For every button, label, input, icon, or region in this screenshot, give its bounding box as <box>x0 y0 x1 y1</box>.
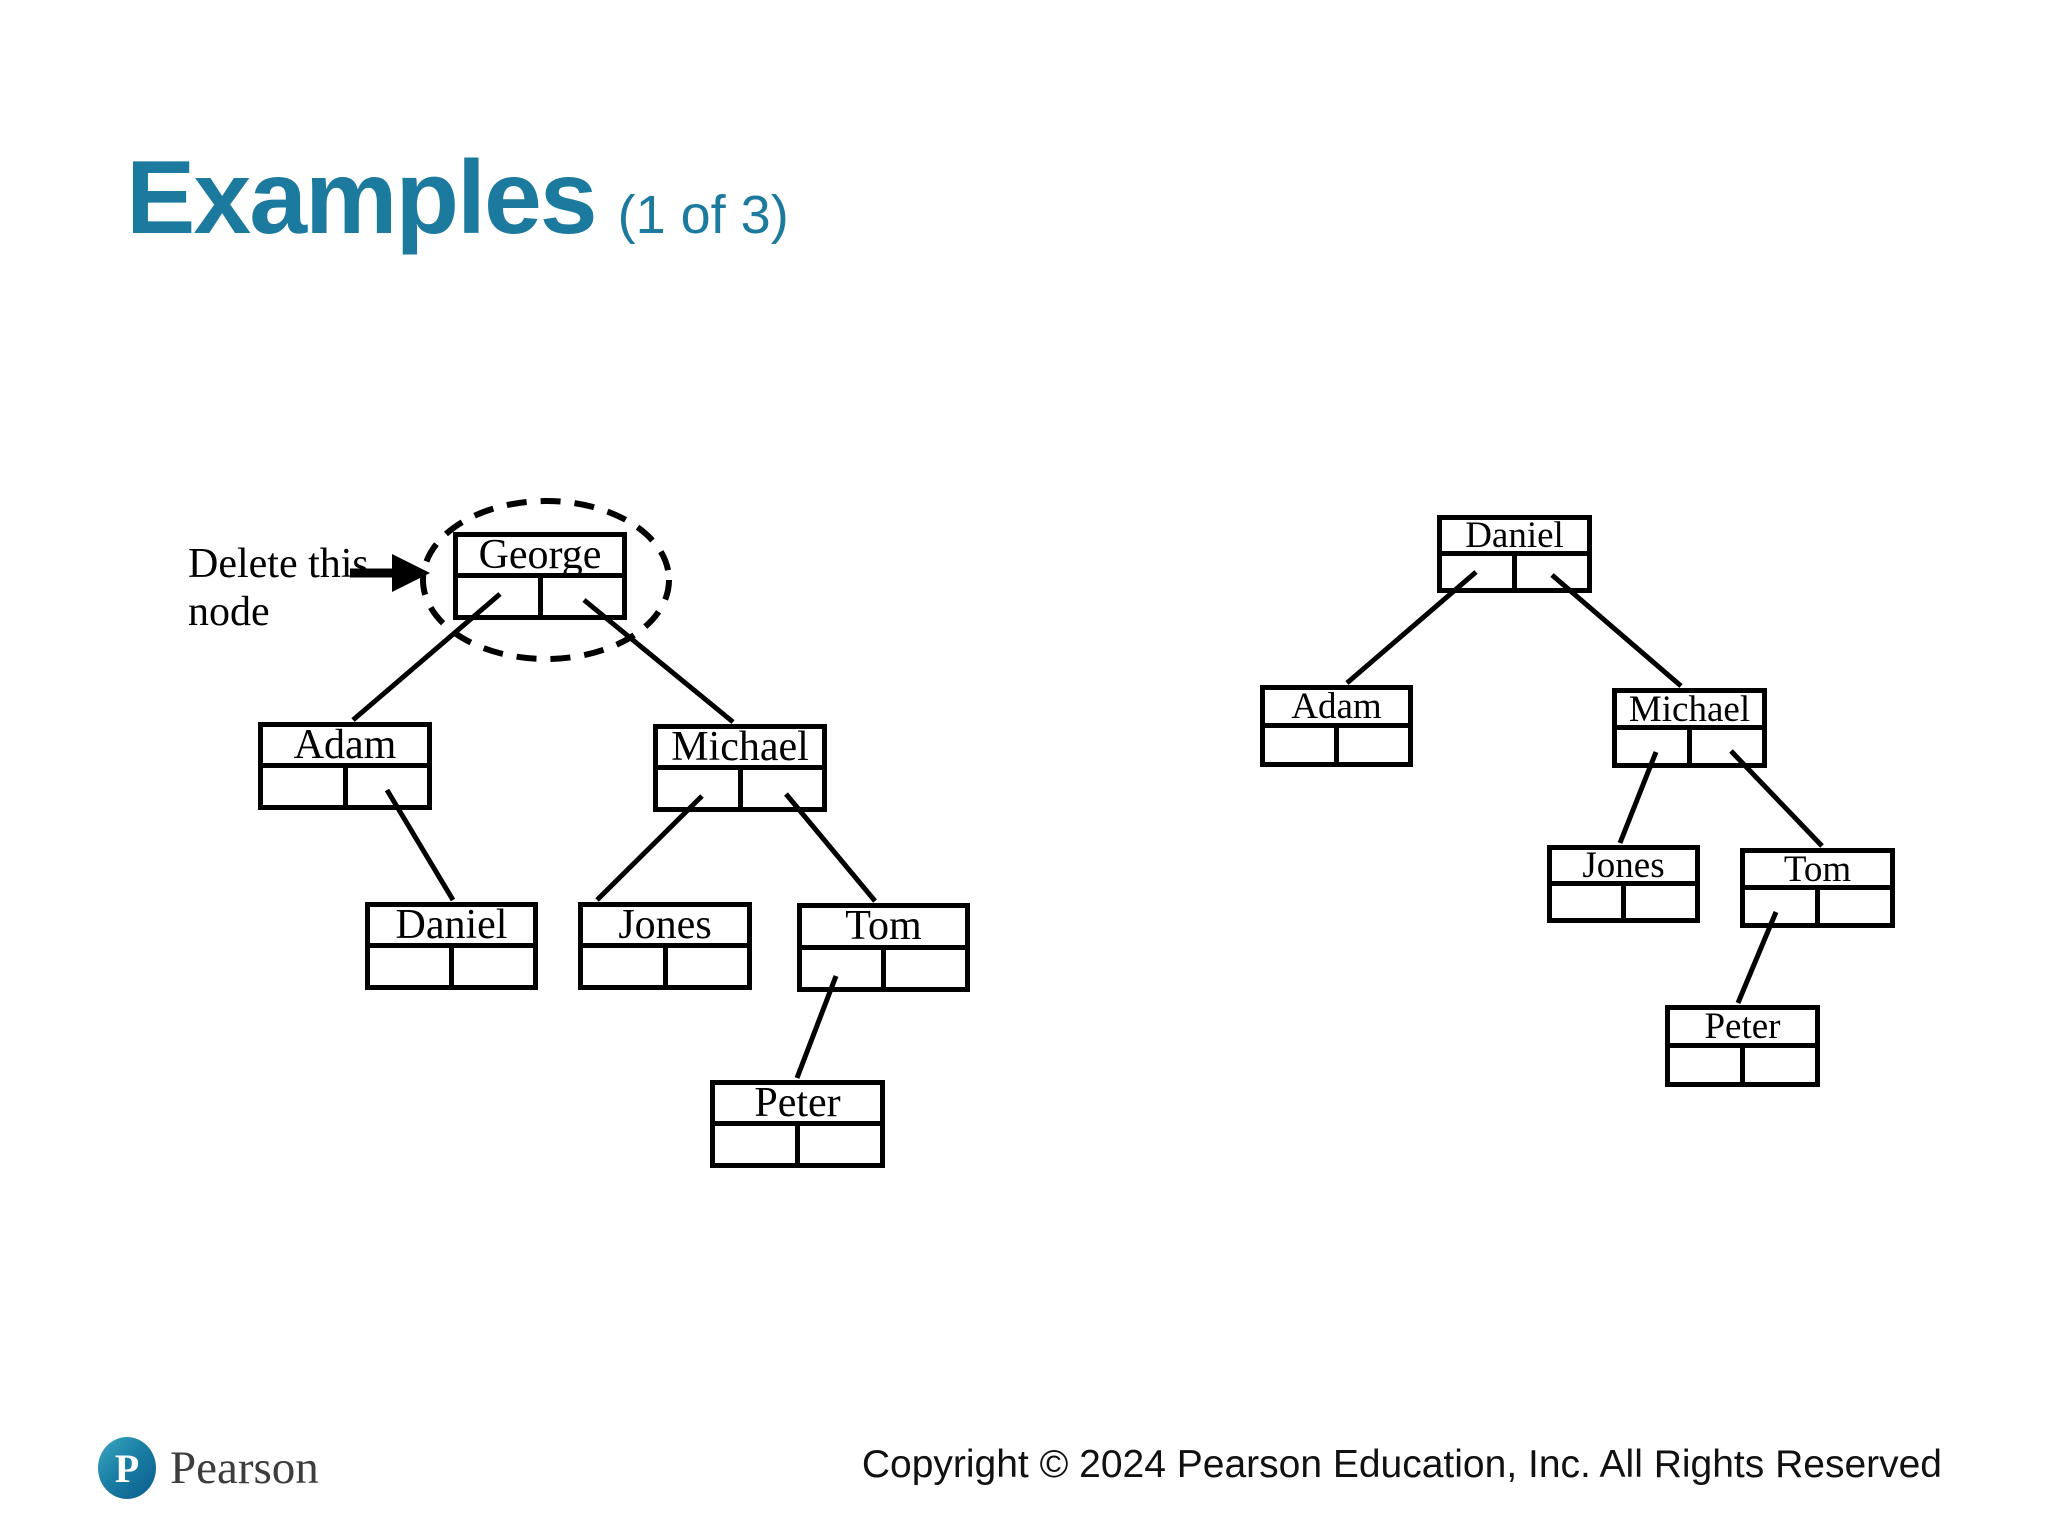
left-pointer-cell <box>1552 886 1621 918</box>
copyright-text: Copyright © 2024 Pearson Education, Inc.… <box>861 1443 1942 1486</box>
node-pointer-cells <box>263 768 427 805</box>
node-label: Michael <box>658 726 822 771</box>
right-pointer-cell <box>662 948 748 985</box>
tree-node-tom: Tom <box>797 903 970 992</box>
node-pointer-cells <box>715 1126 880 1163</box>
tree-node-michael-after: Michael <box>1612 688 1767 768</box>
left-pointer-cell <box>802 950 881 987</box>
node-pointer-cells <box>1552 886 1695 918</box>
title-pagination: (1 of 3) <box>617 185 789 245</box>
node-label: Adam <box>263 724 427 769</box>
node-label: Peter <box>715 1082 880 1127</box>
right-pointer-cell <box>1740 1048 1815 1082</box>
left-pointer-cell <box>263 768 343 805</box>
left-pointer-cell <box>583 948 663 985</box>
tree-node-michael: Michael <box>653 724 827 812</box>
node-label: Adam <box>1265 688 1408 729</box>
left-pointer-cell <box>715 1126 795 1163</box>
page-title: Examples (1 of 3) <box>126 146 789 250</box>
tree-node-peter-after: Peter <box>1665 1005 1820 1087</box>
left-pointer-cell <box>1745 890 1815 923</box>
right-pointer-cell <box>1687 730 1762 763</box>
node-label: Jones <box>1552 847 1695 887</box>
node-pointer-cells <box>658 770 822 807</box>
right-pointer-cell <box>1512 556 1587 588</box>
tree-node-peter: Peter <box>710 1080 885 1168</box>
delete-annotation: Delete this node <box>188 541 369 636</box>
node-label: Michael <box>1617 691 1762 731</box>
node-pointer-cells <box>1265 728 1408 762</box>
pearson-logo: P Pearson <box>98 1437 319 1499</box>
tree-node-jones: Jones <box>578 902 752 990</box>
left-pointer-cell <box>1442 556 1512 588</box>
right-pointer-cell <box>537 578 623 615</box>
left-pointer-cell <box>458 578 538 615</box>
node-pointer-cells <box>802 949 965 987</box>
pearson-logo-text: Pearson <box>170 1442 319 1494</box>
node-pointer-cells <box>458 578 622 615</box>
node-pointer-cells <box>1442 556 1587 588</box>
left-pointer-cell <box>1617 730 1687 763</box>
right-pointer-cell <box>795 1126 880 1163</box>
left-pointer-cell <box>1265 728 1334 762</box>
tree-node-daniel-after: Daniel <box>1437 515 1592 593</box>
node-pointer-cells <box>1745 890 1890 923</box>
left-pointer-cell <box>658 770 738 807</box>
right-pointer-cell <box>342 768 428 805</box>
tree-node-george: George <box>453 532 627 620</box>
title-text: Examples <box>126 140 598 256</box>
node-label: Tom <box>802 906 965 950</box>
tree-node-daniel: Daniel <box>365 902 538 990</box>
node-pointer-cells <box>1670 1048 1815 1082</box>
tree-node-adam: Adam <box>258 722 432 810</box>
right-pointer-cell <box>1815 890 1890 923</box>
right-pointer-cell <box>1334 728 1408 762</box>
left-pointer-cell <box>1670 1048 1740 1082</box>
tree-node-adam-after: Adam <box>1260 685 1413 767</box>
node-pointer-cells <box>370 948 533 985</box>
node-label: Tom <box>1745 851 1890 891</box>
node-pointer-cells <box>1617 730 1762 763</box>
tree-node-jones-after: Jones <box>1547 845 1700 923</box>
node-label: George <box>458 534 622 579</box>
tree-node-tom-after: Tom <box>1740 848 1895 928</box>
node-label: Daniel <box>370 904 533 949</box>
right-pointer-cell <box>881 949 965 987</box>
node-label: Jones <box>583 904 747 949</box>
right-pointer-cell <box>1621 886 1695 918</box>
node-pointer-cells <box>583 948 747 985</box>
pearson-logo-icon: P <box>98 1437 156 1499</box>
right-pointer-cell <box>449 948 533 985</box>
node-label: Daniel <box>1442 517 1587 557</box>
right-pointer-cell <box>737 770 823 807</box>
left-pointer-cell <box>370 948 449 985</box>
node-label: Peter <box>1670 1008 1815 1049</box>
